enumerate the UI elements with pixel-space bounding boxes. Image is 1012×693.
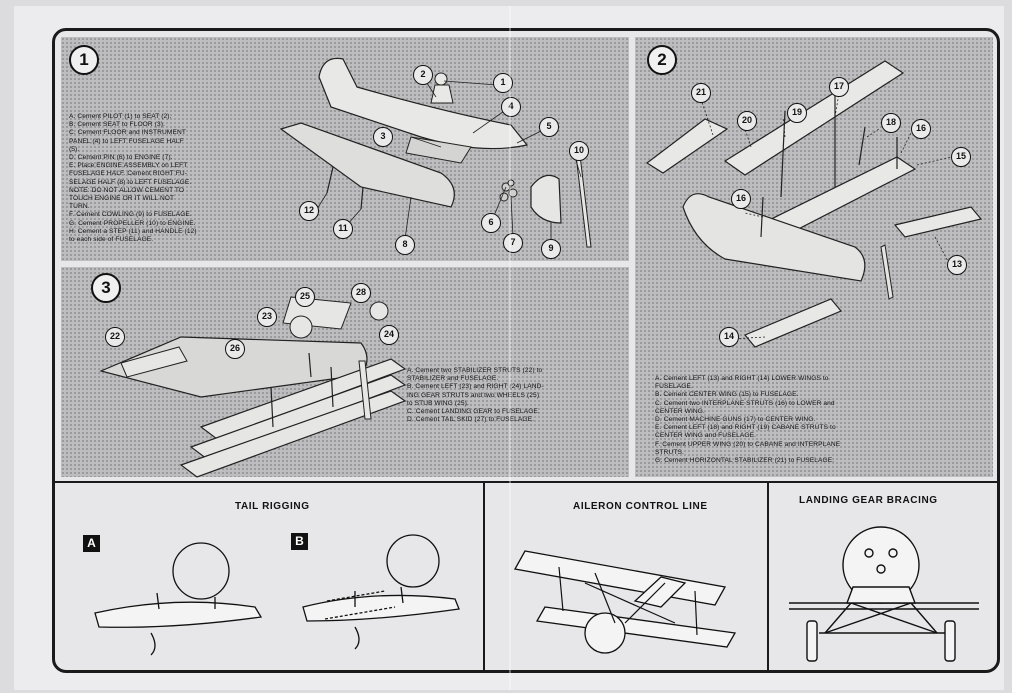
step-1-number: 1: [69, 45, 99, 75]
step-3-instruction-line: C. Cement LANDING GEAR to FUSELAGE.: [407, 408, 540, 416]
callout-26: 26: [225, 339, 245, 359]
step-1-instruction-line: to each side of FUSELAGE.: [69, 236, 154, 244]
step-2-instruction-line: B. Cement CENTER WING (15) to FUSELAGE.: [655, 391, 799, 399]
callout-22: 22: [105, 327, 125, 347]
callout-19: 19: [787, 103, 807, 123]
callout-16-a: 16: [911, 119, 931, 139]
step-3-instruction-line: ING GEAR STRUTS and two WHEELS (25): [407, 391, 540, 399]
step-2-instruction-line: STRUTS.: [655, 448, 684, 456]
step-2-instruction-line: C. Cement two INTERPLANE STRUTS (16) to …: [655, 399, 835, 407]
callout-13: 13: [947, 255, 967, 275]
tail-rigging-tag-b: B: [291, 533, 308, 550]
callout-2: 2: [413, 65, 433, 85]
callout-21: 21: [691, 83, 711, 103]
tail-rigging-tag-a: A: [83, 535, 100, 552]
step-1-instruction-line: TOUCH ENGINE OR IT WILL NOT: [69, 195, 175, 203]
rigging-section: [55, 481, 997, 483]
callout-3: 3: [373, 127, 393, 147]
step-3-panel: 3: [61, 267, 629, 478]
step-3-landing-gear-drawing: [99, 296, 407, 478]
step-3-instruction-line: to STUB WING (25).: [407, 399, 469, 407]
step-2-instruction-line: E. Cement LEFT (18) and RIGHT (19) CABAN…: [655, 424, 836, 432]
callout-10: 10: [569, 141, 589, 161]
tail-rigging-drawing: [94, 534, 460, 656]
callout-6: 6: [481, 213, 501, 233]
step-2-panel: 2: [635, 37, 993, 477]
divider-1: [483, 483, 485, 670]
callout-20: 20: [737, 111, 757, 131]
callout-28: 28: [351, 283, 371, 303]
landing-gear-bracing-drawing: [789, 526, 979, 662]
step-2-instructions: A. Cement LEFT (13) and RIGHT (14) LOWER…: [655, 375, 840, 465]
step-1-instruction-line: E. Place ENGINE ASSEMBLY on LEFT: [69, 162, 188, 170]
aileron-control-line-drawing: [513, 550, 737, 654]
step-1-instruction-line: A. Cement PILOT (1) to SEAT (2).: [69, 113, 172, 120]
callout-1: 1: [493, 73, 513, 93]
step-2-instruction-line: A. Cement LEFT (13) and RIGHT (14) LOWER…: [655, 375, 829, 382]
fold-crease: [509, 6, 511, 690]
step-1-instructions: A. Cement PILOT (1) to SEAT (2).B. Cemen…: [69, 113, 197, 244]
step-3-instruction-line: D. Cement TAIL SKID (27) to FUSELAGE.: [407, 416, 535, 424]
callout-18: 18: [881, 113, 901, 133]
step-1-instruction-line: FUSELAGE HALF. Cement RIGHT FU-: [69, 170, 188, 178]
callout-8: 8: [395, 235, 415, 255]
step-1-instruction-line: G. Cement PROPELLER (10) to ENGINE.: [69, 219, 196, 227]
step-3-instruction-line: STABILIZER and FUSELAGE.: [407, 375, 499, 383]
callout-14: 14: [719, 327, 739, 347]
step-1-instruction-line: (5).: [69, 145, 80, 153]
step-1-panel: 1 A. Cement PILOT (1) to SEAT (2).B. Cem…: [61, 37, 629, 261]
step-2-wings-drawing: [645, 60, 983, 348]
instruction-sheet: 1 A. Cement PILOT (1) to SEAT (2).B. Cem…: [14, 6, 1004, 690]
step-3-instruction-line: B. Cement LEFT (23) and RIGHT (24) LAND-: [407, 383, 544, 391]
step-3-instruction-line: A. Cement two STABILIZER STRUTS (22) to: [407, 367, 543, 374]
step-2-number: 2: [647, 45, 677, 75]
divider-2: [767, 483, 769, 670]
callout-5: 5: [539, 117, 559, 137]
step-2-instruction-line: FUSELAGE.: [655, 383, 693, 391]
callout-17: 17: [829, 77, 849, 97]
step-1-instruction-line: D. Cement PIN (6) to ENGINE (7).: [69, 154, 173, 162]
instruction-frame: 1 A. Cement PILOT (1) to SEAT (2).B. Cem…: [52, 28, 1000, 673]
callout-16-b: 16: [731, 189, 751, 209]
callout-24: 24: [379, 325, 399, 345]
step-2-instruction-line: F. Cement UPPER WING (20) to CABANE and …: [655, 440, 841, 448]
callout-12: 12: [299, 201, 319, 221]
step-2-instruction-line: G. Cement HORIZONTAL STABILIZER (21) to …: [655, 457, 835, 465]
step-1-instruction-line: SELAGE HALF (8) to LEFT FUSELAGE.: [69, 178, 192, 186]
callout-7: 7: [503, 233, 523, 253]
tail-rigging-title: TAIL RIGGING: [235, 501, 310, 512]
callout-9: 9: [541, 239, 561, 259]
step-1-instruction-line: B. Cement SEAT to FLOOR (3).: [69, 121, 165, 129]
step-2-instruction-line: CENTER WING.: [655, 407, 705, 415]
step-1-instruction-line: TURN.: [69, 203, 90, 211]
step-3-instructions: A. Cement two STABILIZER STRUTS (22) to …: [407, 367, 544, 424]
step-2-instruction-line: CENTER WING and FUSELAGE.: [655, 432, 757, 440]
callout-25: 25: [295, 287, 315, 307]
callout-11: 11: [333, 219, 353, 239]
step-2-instruction-line: D. Cement MACHINE GUNS (17) to CENTER WI…: [655, 416, 816, 424]
step-1-instruction-line: H. Cement a STEP (11) and HANDLE (12): [69, 227, 197, 235]
step-3-number: 3: [91, 273, 121, 303]
landing-gear-bracing-title: LANDING GEAR BRACING: [799, 495, 938, 506]
step-1-instruction-line: NOTE: DO NOT ALLOW CEMENT TO: [69, 186, 185, 194]
callout-4: 4: [501, 97, 521, 117]
step-1-fuselage-drawing: [279, 57, 592, 248]
step-1-instruction-line: PANEL (4) to LEFT FUSELAGE HALF: [69, 137, 184, 145]
callout-15: 15: [951, 147, 971, 167]
step-1-instruction-line: F. Cement COWLING (9) to FUSELAGE.: [69, 211, 192, 219]
aileron-control-line-title: AILERON CONTROL LINE: [573, 501, 708, 512]
step-1-instruction-line: C. Cement FLOOR and INSTRUMENT: [69, 129, 186, 137]
callout-23: 23: [257, 307, 277, 327]
